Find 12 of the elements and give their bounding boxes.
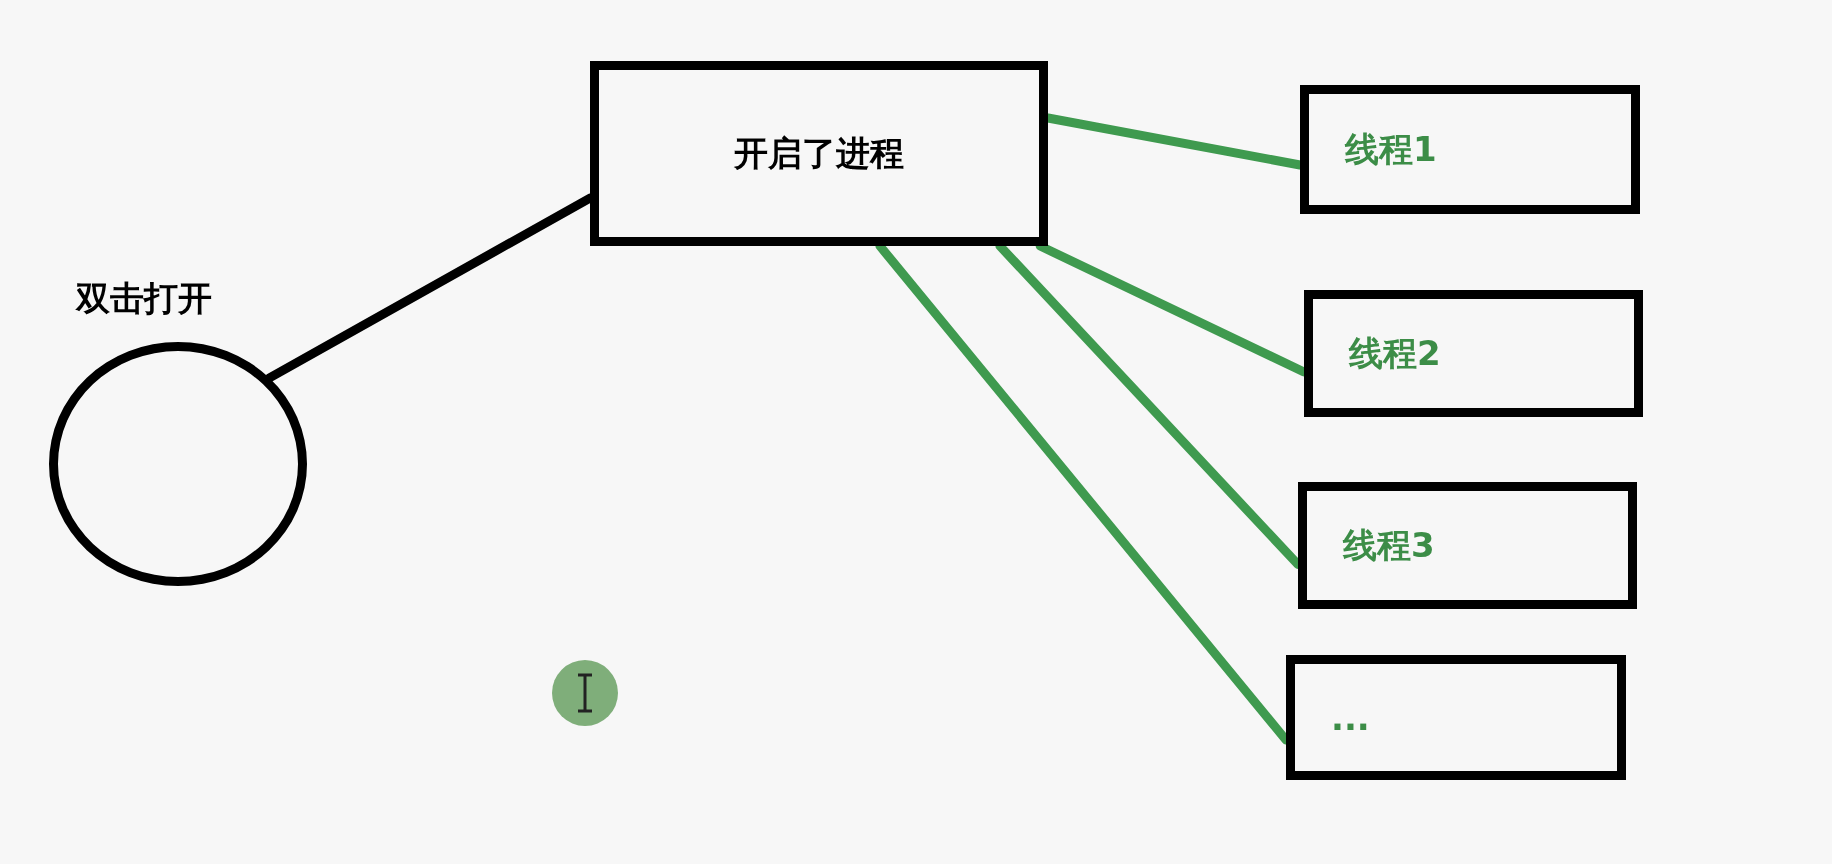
node-label: 开启了进程 xyxy=(734,131,904,175)
process-box xyxy=(590,61,1048,246)
node-label: ... xyxy=(1331,697,1370,738)
node-label: 线程3 xyxy=(1343,523,1435,567)
thread-box xyxy=(1304,290,1643,417)
node-caption: 双击打开 xyxy=(76,277,212,320)
thread-box xyxy=(1300,85,1640,214)
process-circle xyxy=(49,342,307,586)
thread-box xyxy=(1286,655,1626,780)
node-label: 线程1 xyxy=(1345,127,1437,171)
node-label: 线程2 xyxy=(1349,331,1441,375)
thread-box xyxy=(1298,482,1637,609)
